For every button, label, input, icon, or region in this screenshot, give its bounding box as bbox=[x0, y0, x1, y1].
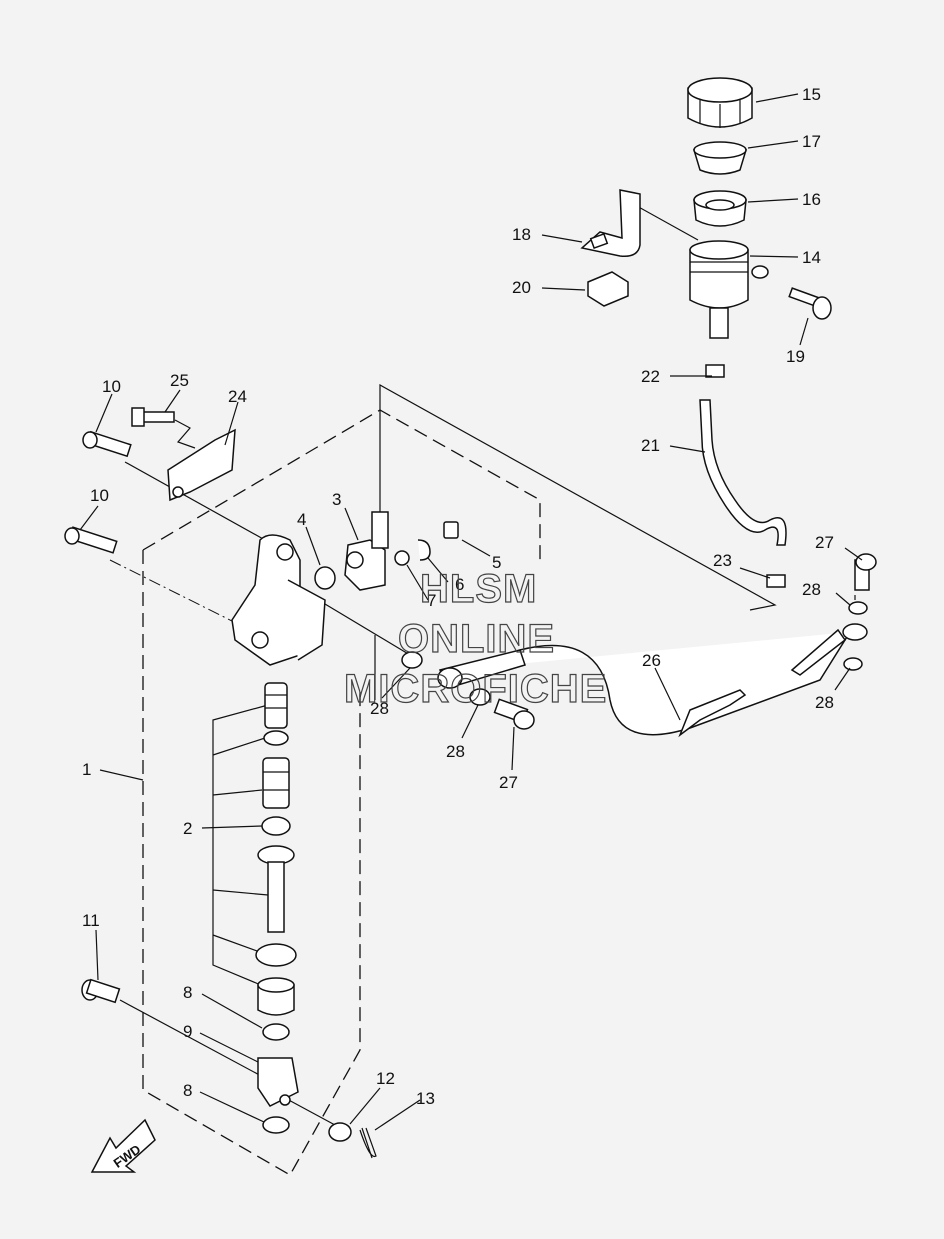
callout-8-upper: 8 bbox=[183, 983, 192, 1002]
diaphragm-plate bbox=[692, 141, 748, 175]
diaphragm bbox=[693, 190, 747, 227]
callout-14: 14 bbox=[802, 248, 821, 267]
watermark: HLSM ONLINE MICROFICHE bbox=[343, 566, 607, 711]
callout-6: 6 bbox=[455, 575, 464, 594]
callout-11: 11 bbox=[82, 911, 100, 930]
callout-28-right-upper: 28 bbox=[802, 580, 821, 599]
callout-16: 16 bbox=[802, 190, 821, 209]
callout-18: 18 bbox=[512, 225, 531, 244]
callout-labels: 15 17 16 14 19 18 20 22 21 23 27 28 28 2… bbox=[82, 85, 834, 1108]
watermark-line-1: HLSM bbox=[420, 567, 537, 611]
callout-10-lower: 10 bbox=[90, 486, 109, 505]
bolts-left bbox=[64, 407, 175, 1004]
callout-8-lower: 8 bbox=[183, 1081, 192, 1100]
watermark-line-3: MICROFICHE bbox=[344, 667, 607, 711]
reservoir-tank bbox=[689, 240, 769, 339]
callout-19: 19 bbox=[786, 347, 805, 366]
callout-4: 4 bbox=[297, 510, 306, 529]
callout-3: 3 bbox=[332, 490, 341, 509]
callout-20: 20 bbox=[512, 278, 531, 297]
callout-2: 2 bbox=[183, 819, 192, 838]
reservoir-bracket bbox=[580, 189, 641, 258]
callout-23: 23 bbox=[713, 551, 732, 570]
leader-lines bbox=[109, 204, 856, 1126]
callout-28-right-lower: 28 bbox=[815, 693, 834, 712]
o-ring bbox=[314, 566, 336, 590]
cylinder-body bbox=[231, 534, 326, 666]
joint-washers bbox=[394, 521, 459, 566]
callout-7: 7 bbox=[427, 591, 436, 610]
watermark-line-2: ONLINE bbox=[398, 617, 555, 661]
washer-cotter bbox=[328, 1122, 377, 1159]
callout-15: 15 bbox=[802, 85, 821, 104]
callout-24: 24 bbox=[228, 387, 247, 406]
hose-joint bbox=[344, 511, 389, 591]
callout-12: 12 bbox=[376, 1069, 395, 1088]
callout-28-left: 28 bbox=[370, 699, 389, 718]
union-bolts-washers bbox=[401, 553, 877, 730]
callout-27-lower: 27 bbox=[499, 773, 518, 792]
callout-leaders bbox=[79, 93, 863, 1131]
callout-13: 13 bbox=[416, 1089, 435, 1108]
reservoir-bolt bbox=[788, 287, 832, 320]
callout-17: 17 bbox=[802, 132, 821, 151]
callout-25: 25 bbox=[170, 371, 189, 390]
brake-hose bbox=[437, 623, 868, 738]
callout-9: 9 bbox=[183, 1022, 192, 1041]
fwd-arrow-icon: FWD bbox=[90, 1118, 156, 1173]
assembly-outline bbox=[142, 409, 541, 1176]
callout-28-center: 28 bbox=[446, 742, 465, 761]
grommet bbox=[587, 271, 629, 307]
reservoir-hose bbox=[699, 364, 787, 588]
piston-kit bbox=[255, 682, 299, 1134]
callout-26: 26 bbox=[642, 651, 661, 670]
callout-10-upper: 10 bbox=[102, 377, 121, 396]
callout-27-upper: 27 bbox=[815, 533, 834, 552]
mounting-bracket bbox=[167, 428, 236, 502]
reservoir-cap bbox=[687, 77, 753, 128]
callout-1: 1 bbox=[82, 760, 91, 779]
callout-21: 21 bbox=[641, 436, 660, 455]
callout-22: 22 bbox=[641, 367, 660, 386]
callout-5: 5 bbox=[492, 553, 501, 572]
